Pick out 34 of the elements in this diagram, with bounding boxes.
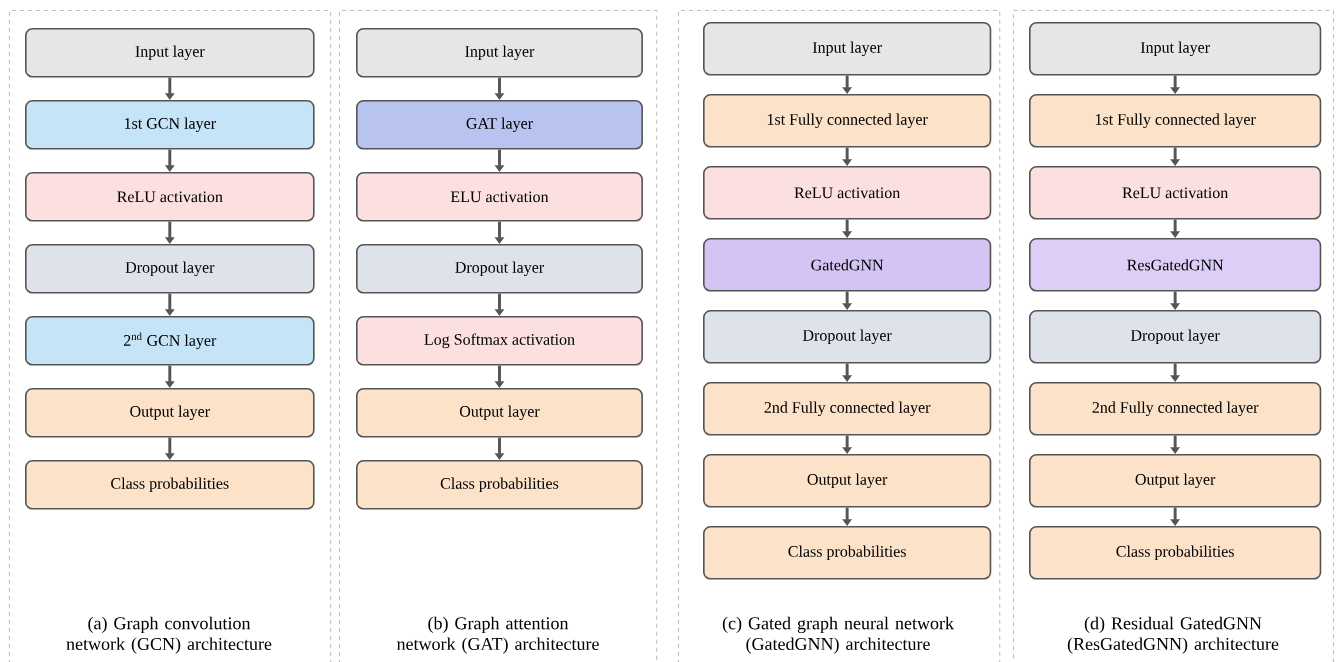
layer-box: 1st Fully connected layer [1029, 94, 1322, 148]
layer-box: 2nd Fully connected layer [1029, 382, 1322, 436]
layer-box: Dropout layer [25, 244, 315, 294]
layer-box: Output layer [25, 388, 315, 438]
layer-box: Class probabilities [703, 526, 992, 580]
layer-box: Output layer [703, 454, 992, 508]
layer-box: GAT layer [356, 100, 643, 150]
layer-box: ResGatedGNN [1029, 238, 1322, 292]
layer-box: Dropout layer [703, 310, 992, 364]
layer-box: Class probabilities [356, 460, 643, 510]
layer-box: Dropout layer [1029, 310, 1322, 364]
layer-box: Input layer [1029, 22, 1322, 76]
layer-box: Output layer [356, 388, 643, 438]
layer-box: 1st GCN layer [25, 100, 315, 150]
layer-box: ReLU activation [703, 166, 992, 220]
layer-box: Input layer [703, 22, 992, 76]
panel-label: (c) Gated graph neural network (GatedGNN) architecture [722, 616, 954, 654]
layer-box: 2nd Fully connected layer [703, 382, 992, 436]
layer-box: ELU activation [356, 172, 643, 222]
layer-box: 1st Fully connected layer [703, 94, 992, 148]
panel-label: (d) Residual GatedGNN (ResGatedGNN) architecture [1067, 616, 1279, 654]
layer-box: 2$^{nd}$ GCN layer [25, 316, 315, 366]
layer-box: Class probabilities [1029, 526, 1322, 580]
panel-label: (a) Graph convolution network (GCN) architecture [66, 616, 272, 654]
layer-box: GatedGNN [703, 238, 992, 292]
layer-box: ReLU activation [25, 172, 315, 222]
panel-label: (b) Graph attention network (GAT) architecture [396, 616, 599, 654]
layer-box: ReLU activation [1029, 166, 1322, 220]
layer-box: Class probabilities [25, 460, 315, 510]
layer-box: Input layer [25, 28, 315, 78]
layer-box: Dropout layer [356, 244, 643, 294]
layer-box: Output layer [1029, 454, 1322, 508]
layer-box: Log Softmax activation [356, 316, 643, 366]
layer-box: Input layer [356, 28, 643, 78]
